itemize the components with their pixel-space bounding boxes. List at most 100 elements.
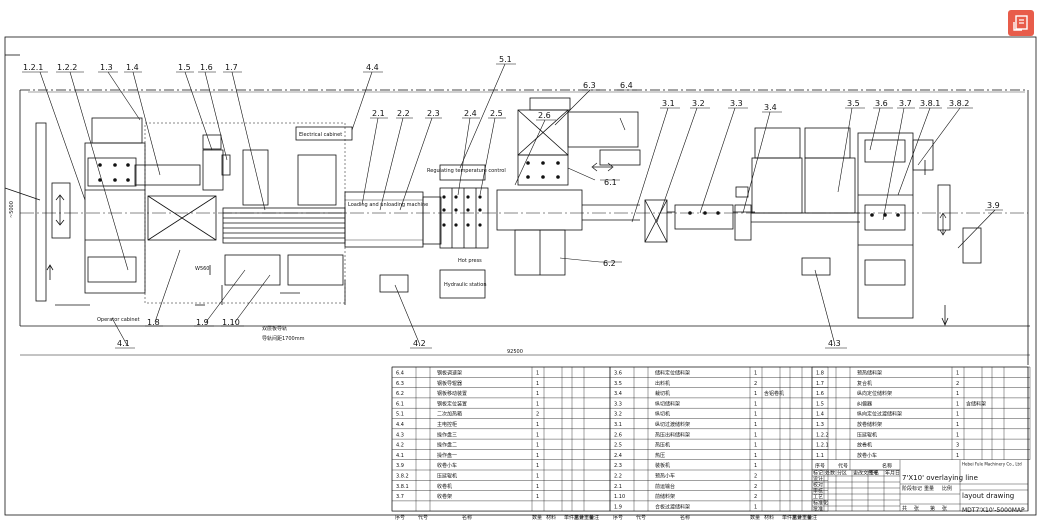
callout-3-8-1: 3.8.1 [920,99,940,108]
equipment-labels: Electrical cabinet Loading and unloading… [9,132,523,355]
open-document-button[interactable] [1008,10,1034,36]
part-number: 3.4 [614,391,622,397]
callout-1-4: 1.4 [126,63,139,72]
callout-1-3: 1.3 [100,63,113,72]
part-qty: 1 [754,432,757,438]
part-qty: 1 [956,422,959,428]
part-qty: 1 [536,463,539,469]
part-number: 1.2.1 [816,443,829,449]
part-number: 2.4 [614,453,622,459]
part-name: 二次加热箱 [437,411,462,418]
header-cell: 代号 [636,514,646,521]
part-name: 收卷机 [437,483,452,490]
part-number: 6.2 [396,391,404,397]
callout-3-7: 3.7 [899,99,912,108]
part-qty: 1 [754,422,757,428]
part-name: 装板机 [655,462,670,469]
part-qty: 1 [956,412,959,418]
label-electrical-cabinet: Electrical cabinet [299,132,342,138]
part-name: 纵向定位过渡储料架 [857,411,902,418]
part-number: 4.2 [396,443,404,449]
part-name: 纵切储料架 [655,400,680,407]
part-name: 预热储料架 [857,370,882,377]
part-name: 纵切机 [655,411,670,418]
rewind-area [857,132,914,319]
sign-label: 处数 [825,470,835,477]
header-cell: 备注 [589,514,599,521]
stage-label: 阶段标记 [902,485,922,492]
callout-3-4: 3.4 [764,103,777,112]
part-name: 纠偏器 [857,400,872,407]
label-hydraulic-station: Hydraulic station [444,282,487,288]
part-qty: 1 [754,371,757,377]
part-number: 2.3 [614,463,622,469]
part-number: 2.5 [614,443,622,449]
part-name: 压延辊机 [857,431,877,438]
part-qty: 1 [536,391,539,397]
part-qty: 1 [536,443,539,449]
part-qty: 1 [536,494,539,500]
part-name: 热压 [655,452,665,459]
callout-2-4: 2.4 [464,109,477,118]
callout-3-3: 3.3 [730,99,743,108]
part-name: 钢板移动装置 [437,390,467,397]
part-qty: 1 [754,463,757,469]
part-number: 1.10 [614,494,625,500]
header-cell: 代号 [838,463,848,470]
part-name: 合板过渡储料架 [655,503,690,510]
part-qty: 3 [956,443,959,449]
part-number: 2.2 [614,474,622,480]
part-number: 6.1 [396,401,404,407]
people-label: 设计 [813,476,823,483]
callout-3-5: 3.5 [847,99,860,108]
label-regulating-temp: Regulating temperature control [427,168,506,174]
sheet-label: 张 [942,505,947,512]
callout-6-4: 6.4 [620,81,633,90]
part-name: 主电控柜 [437,421,457,428]
part-number: 3.9 [396,463,404,469]
callout-2-3: 2.3 [427,109,440,118]
direction-arrows [591,162,947,236]
header-cell: 材料 [546,514,556,521]
part-qty: 1 [956,401,959,407]
callout-4-2: 4.2 [413,339,426,348]
header-cell: 代号 [418,514,428,521]
part-qty: 1 [754,412,757,418]
part-note: 含储料架 [966,400,986,407]
part-number: 3.8.1 [396,484,409,490]
part-qty: 1 [754,504,757,510]
callout-1-8: 1.8 [147,318,160,327]
part-qty: 1 [536,484,539,490]
part-qty: 1 [754,443,757,449]
label-loading-machine: Loading and unloading machine [348,202,428,208]
part-qty: 2 [754,484,757,490]
callout-labels: 1.2.1 1.2.2 1.3 1.4 1.5 1.6 1.7 4.4 5.1 … [23,55,1000,348]
people-label: 批准 [813,506,823,513]
header-cell: 备注 [807,514,817,521]
callout-1-2-1: 1.2.1 [23,63,43,72]
callout-1-9: 1.9 [196,318,209,327]
part-qty: 2 [536,412,539,418]
part-number: 3.6 [614,371,622,377]
part-number: 3.3 [614,401,622,407]
header-cell: 数量 [750,514,760,521]
sign-label: 分区 [837,470,847,477]
part-number: 1.2.2 [816,432,829,438]
bolt-marks [98,161,900,227]
company-name: Hebei Fule Machinery Co., Ltd [962,462,1022,467]
header-cell: 材料 [764,514,774,521]
electrical-cabinet [295,126,353,141]
part-name: 复合机 [857,380,872,387]
open-document-icon [1013,15,1028,31]
part-number: 4.3 [396,432,404,438]
part-number: 1.5 [816,401,824,407]
part-qty: 1 [536,432,539,438]
header-cell: 数量 [532,514,542,521]
people-label: 校对 [813,482,823,489]
part-number: 3.8.2 [396,474,409,480]
header-cell: 总计重量 [792,514,812,521]
callout-3-9: 3.9 [987,201,1000,210]
sign-label: 签名 [869,470,879,477]
